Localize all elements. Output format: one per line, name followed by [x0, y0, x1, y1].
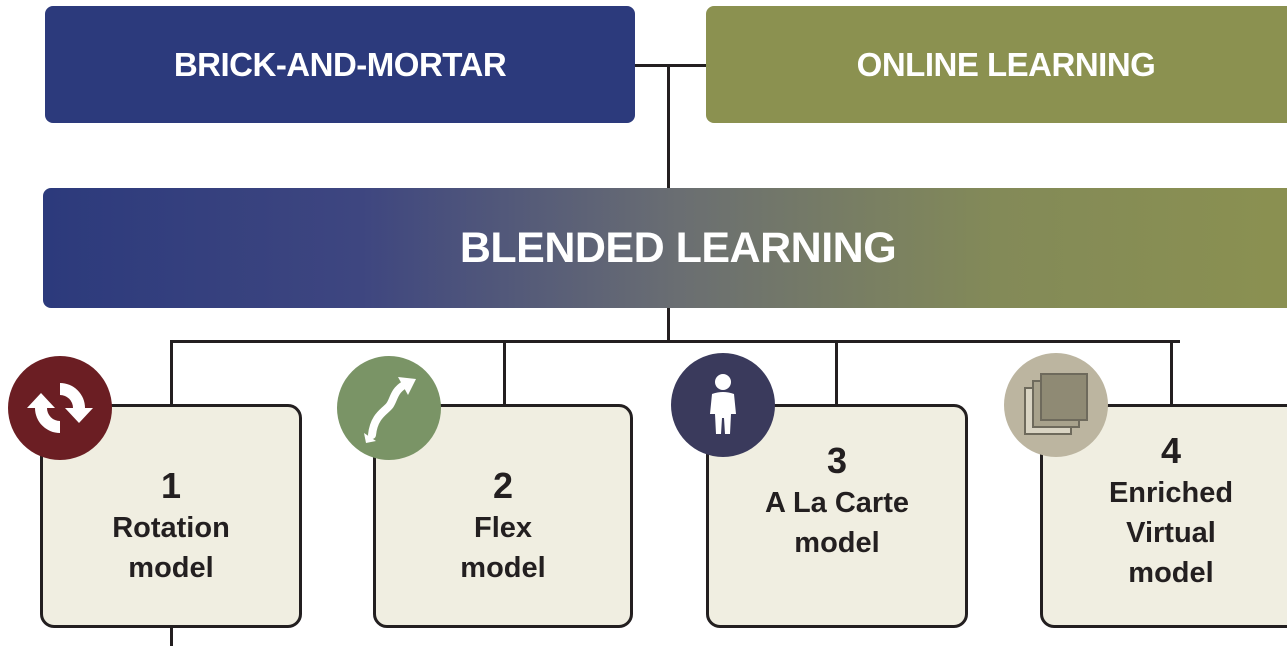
model-label-line: model: [460, 552, 546, 584]
flex-curve-arrow-icon: [337, 356, 441, 460]
connector-top-horizontal: [635, 64, 706, 67]
connector-branch-3: [835, 340, 838, 406]
connector-banner-vertical: [667, 308, 670, 342]
model-label-line: model: [794, 527, 880, 559]
stacked-layers-icon: [1004, 353, 1108, 457]
online-learning-label: ONLINE LEARNING: [856, 45, 1156, 83]
connector-branch-4: [1170, 340, 1173, 406]
brick-and-mortar-box: BRICK-AND-MORTAR: [45, 6, 635, 123]
connector-branch-2: [503, 340, 506, 406]
model-label-line: Flex: [473, 512, 533, 544]
blended-learning-label: BLENDED LEARNING: [459, 223, 897, 272]
model-label-line: Enriched: [1108, 477, 1234, 509]
connector-bottom-stub: [170, 626, 173, 646]
model-number: 2: [492, 465, 514, 506]
person-icon: [671, 353, 775, 457]
connector-top-vertical: [667, 64, 670, 188]
blended-learning-banner: BLENDED LEARNING: [43, 188, 1287, 308]
connector-branch-horizontal: [170, 340, 1180, 343]
model-label-line: model: [1128, 557, 1214, 589]
online-learning-box: ONLINE LEARNING: [706, 6, 1287, 123]
rotation-arrows-icon: [8, 356, 112, 460]
model-number: 4: [1160, 430, 1182, 471]
connector-branch-1: [170, 340, 173, 406]
model-number: 1: [160, 465, 182, 506]
model-label-line: A La Carte: [765, 487, 909, 519]
model-number: 3: [826, 440, 848, 481]
model-label-line: Rotation: [112, 512, 230, 544]
model-label-line: model: [128, 552, 214, 584]
model-label-line: Virtual: [1126, 517, 1216, 549]
model-box-enriched-virtual: 4 Enriched Virtual model: [1040, 404, 1287, 628]
brick-and-mortar-label: BRICK-AND-MORTAR: [173, 45, 507, 83]
